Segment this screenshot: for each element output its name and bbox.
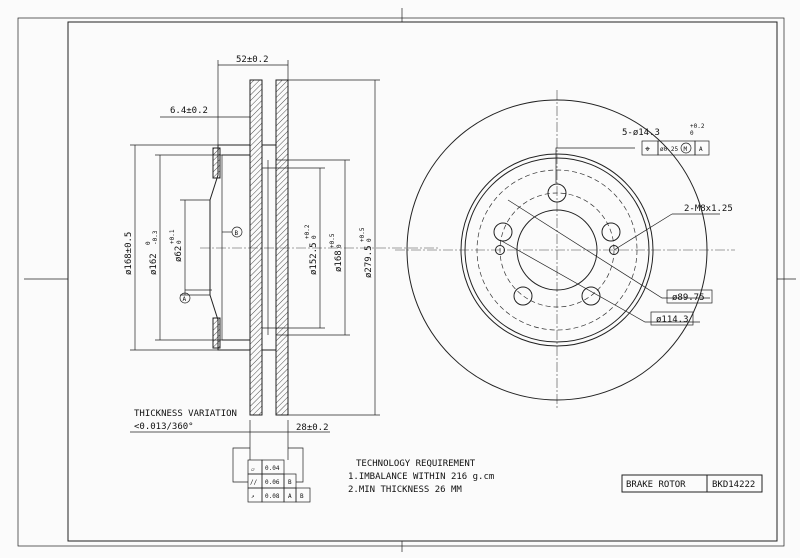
pcd-callout: ø114.3 (656, 315, 689, 325)
bolt-holes-callout: 5-ø14.3 (622, 128, 660, 138)
part-number: BKD14222 (712, 480, 755, 490)
outer-plate-section (275, 79, 289, 416)
thickness-variation-value: <0.013/360° (134, 422, 194, 432)
front-view (395, 90, 735, 410)
dim-hat-offset: 6.4±0.2 (170, 106, 208, 116)
dim-dia-168: ø168±0.5 (124, 232, 134, 275)
inner-plate-section (249, 79, 263, 416)
svg-text:B: B (300, 493, 304, 500)
runout-icon: ↗ (251, 493, 255, 500)
datum-a-label: A (183, 296, 187, 303)
threaded-hole (495, 245, 505, 255)
section-view: B A (130, 60, 440, 460)
pilot-diameter-callout: ø89.75 (672, 293, 705, 303)
svg-text:+0.2: +0.2 (690, 123, 705, 130)
datum-b-label: B (235, 230, 239, 237)
bolt-hole (581, 286, 601, 306)
bolt-hole (601, 222, 621, 242)
svg-text:+0.2: +0.2 (304, 224, 311, 239)
requirement-item: 1.IMBALANCE WITHIN 216 g.cm (348, 472, 494, 482)
position-tolerance-frame: ⌖ ø0.25 M A (641, 140, 710, 156)
svg-text:0.08: 0.08 (265, 493, 280, 500)
dim-thickness: 28±0.2 (296, 423, 329, 433)
dim-total-width: 52±0.2 (236, 55, 269, 65)
requirements-title: TECHNOLOGY REQUIREMENT (356, 459, 476, 469)
svg-text:0: 0 (311, 235, 318, 239)
dim-dia-168-rotor: ø168 (334, 250, 344, 272)
rotor-outer-edge (406, 99, 708, 401)
svg-text:0.04: 0.04 (265, 465, 280, 472)
dim-dia-152-5: ø152.5 (309, 242, 319, 275)
bolt-hole (547, 183, 567, 203)
svg-text:0.06: 0.06 (265, 479, 280, 486)
svg-text:+0.5: +0.5 (329, 233, 336, 248)
svg-text:0: 0 (176, 240, 183, 244)
datum-b-marker (231, 226, 243, 238)
position-icon: ⌖ (645, 145, 650, 155)
requirement-item: 2.MIN THICKNESS 26 MM (348, 485, 462, 495)
svg-text:0: 0 (366, 238, 373, 242)
svg-text:A: A (699, 146, 703, 153)
dim-dia-162: ø162 (149, 253, 159, 275)
svg-text:-0.3: -0.3 (152, 230, 159, 245)
svg-text:A: A (288, 493, 292, 500)
svg-text:+0.5: +0.5 (359, 227, 366, 242)
bolt-hole (493, 222, 513, 242)
svg-text:0: 0 (690, 130, 694, 137)
flatness-icon: ▱ (251, 466, 255, 473)
threaded-holes-callout: 2-M8x1.25 (684, 204, 733, 214)
part-name: BRAKE ROTOR (626, 480, 686, 490)
datum-a-marker (179, 292, 191, 304)
parallelism-icon: // (250, 479, 258, 486)
svg-text:ø0.25: ø0.25 (660, 146, 678, 153)
thickness-variation-label: THICKNESS VARIATION (134, 409, 237, 419)
svg-text:+0.1: +0.1 (169, 229, 176, 244)
bolt-hole (513, 286, 533, 306)
svg-text:0: 0 (145, 241, 152, 245)
sheet-frame (17, 8, 796, 552)
threaded-hole (609, 245, 619, 255)
svg-text:B: B (288, 479, 292, 486)
dim-dia-62: ø62 (174, 246, 184, 262)
dim-dia-279-5: ø279.5 (364, 245, 374, 278)
title-block: BRAKE ROTOR BKD14222 (621, 474, 763, 493)
geometric-tolerance-frame: ▱ 0.04 // 0.06 B ↗ 0.08 A B (232, 447, 311, 503)
svg-text:0: 0 (336, 244, 343, 248)
svg-text:M: M (684, 146, 688, 153)
